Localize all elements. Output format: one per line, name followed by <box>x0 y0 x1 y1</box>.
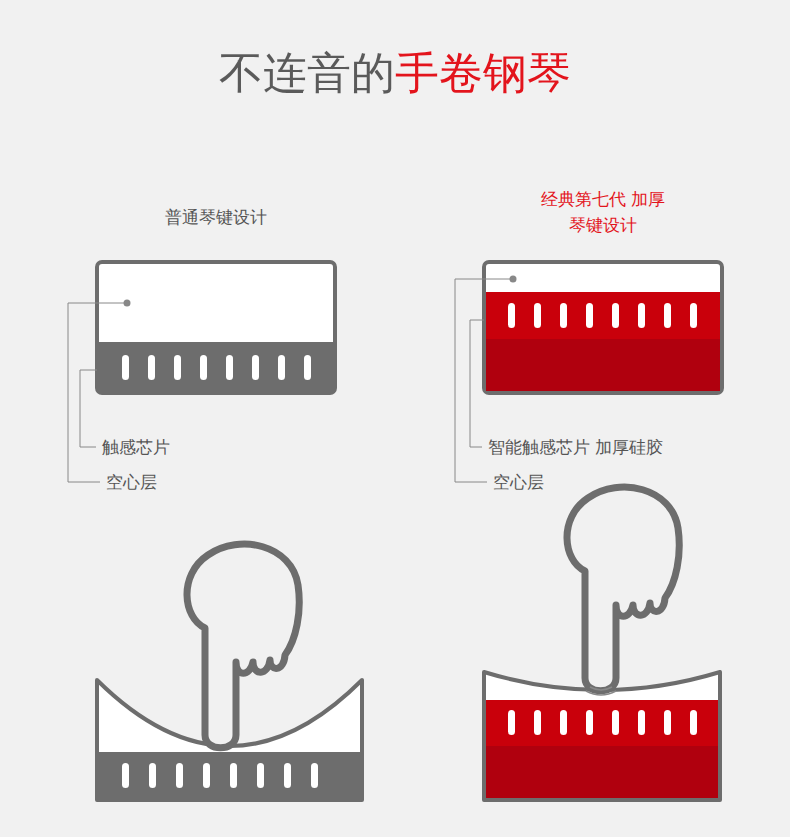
slot <box>284 763 291 788</box>
slot <box>200 355 207 380</box>
part-label: 空心层 <box>104 471 159 494</box>
slot <box>122 763 129 788</box>
slot <box>586 303 593 328</box>
slot <box>664 710 671 735</box>
slot <box>560 303 567 328</box>
slot <box>508 710 515 735</box>
slot <box>252 355 259 380</box>
key-box: 普通琴键设计 <box>97 262 335 393</box>
part-label: 触感芯片 <box>100 436 172 459</box>
slot <box>612 303 619 328</box>
leader-lines <box>68 279 510 482</box>
slot <box>304 355 311 380</box>
slot <box>230 763 237 788</box>
slot <box>638 303 645 328</box>
slot <box>149 763 156 788</box>
slot <box>664 303 671 328</box>
slot <box>612 710 619 735</box>
slot <box>586 710 593 735</box>
title: 不连音的手卷钢琴 <box>0 44 790 103</box>
slot <box>257 763 264 788</box>
slot <box>690 303 697 328</box>
slot <box>278 355 285 380</box>
slot <box>203 763 210 788</box>
slot <box>174 355 181 380</box>
slot <box>508 303 515 328</box>
slot <box>638 710 645 735</box>
pressed-normal <box>97 544 362 800</box>
pressed-thick <box>484 487 720 800</box>
key-heading: 经典第七代 加厚琴键设计 <box>535 186 671 238</box>
slot <box>534 710 541 735</box>
slot <box>560 710 567 735</box>
slot <box>690 710 697 735</box>
key-heading: 普通琴键设计 <box>148 204 284 230</box>
slot <box>534 303 541 328</box>
slot <box>176 763 183 788</box>
slot <box>148 355 155 380</box>
part-label: 空心层 <box>491 471 546 494</box>
slot <box>226 355 233 380</box>
key-box: 经典第七代 加厚琴键设计 <box>484 262 722 393</box>
part-label: 智能触感芯片 加厚硅胶 <box>486 436 665 459</box>
slot <box>122 355 129 380</box>
slot <box>311 763 318 788</box>
key-normal <box>97 262 335 393</box>
key-thick <box>484 262 722 393</box>
title-text: 不连音的手卷钢琴 <box>219 44 571 103</box>
